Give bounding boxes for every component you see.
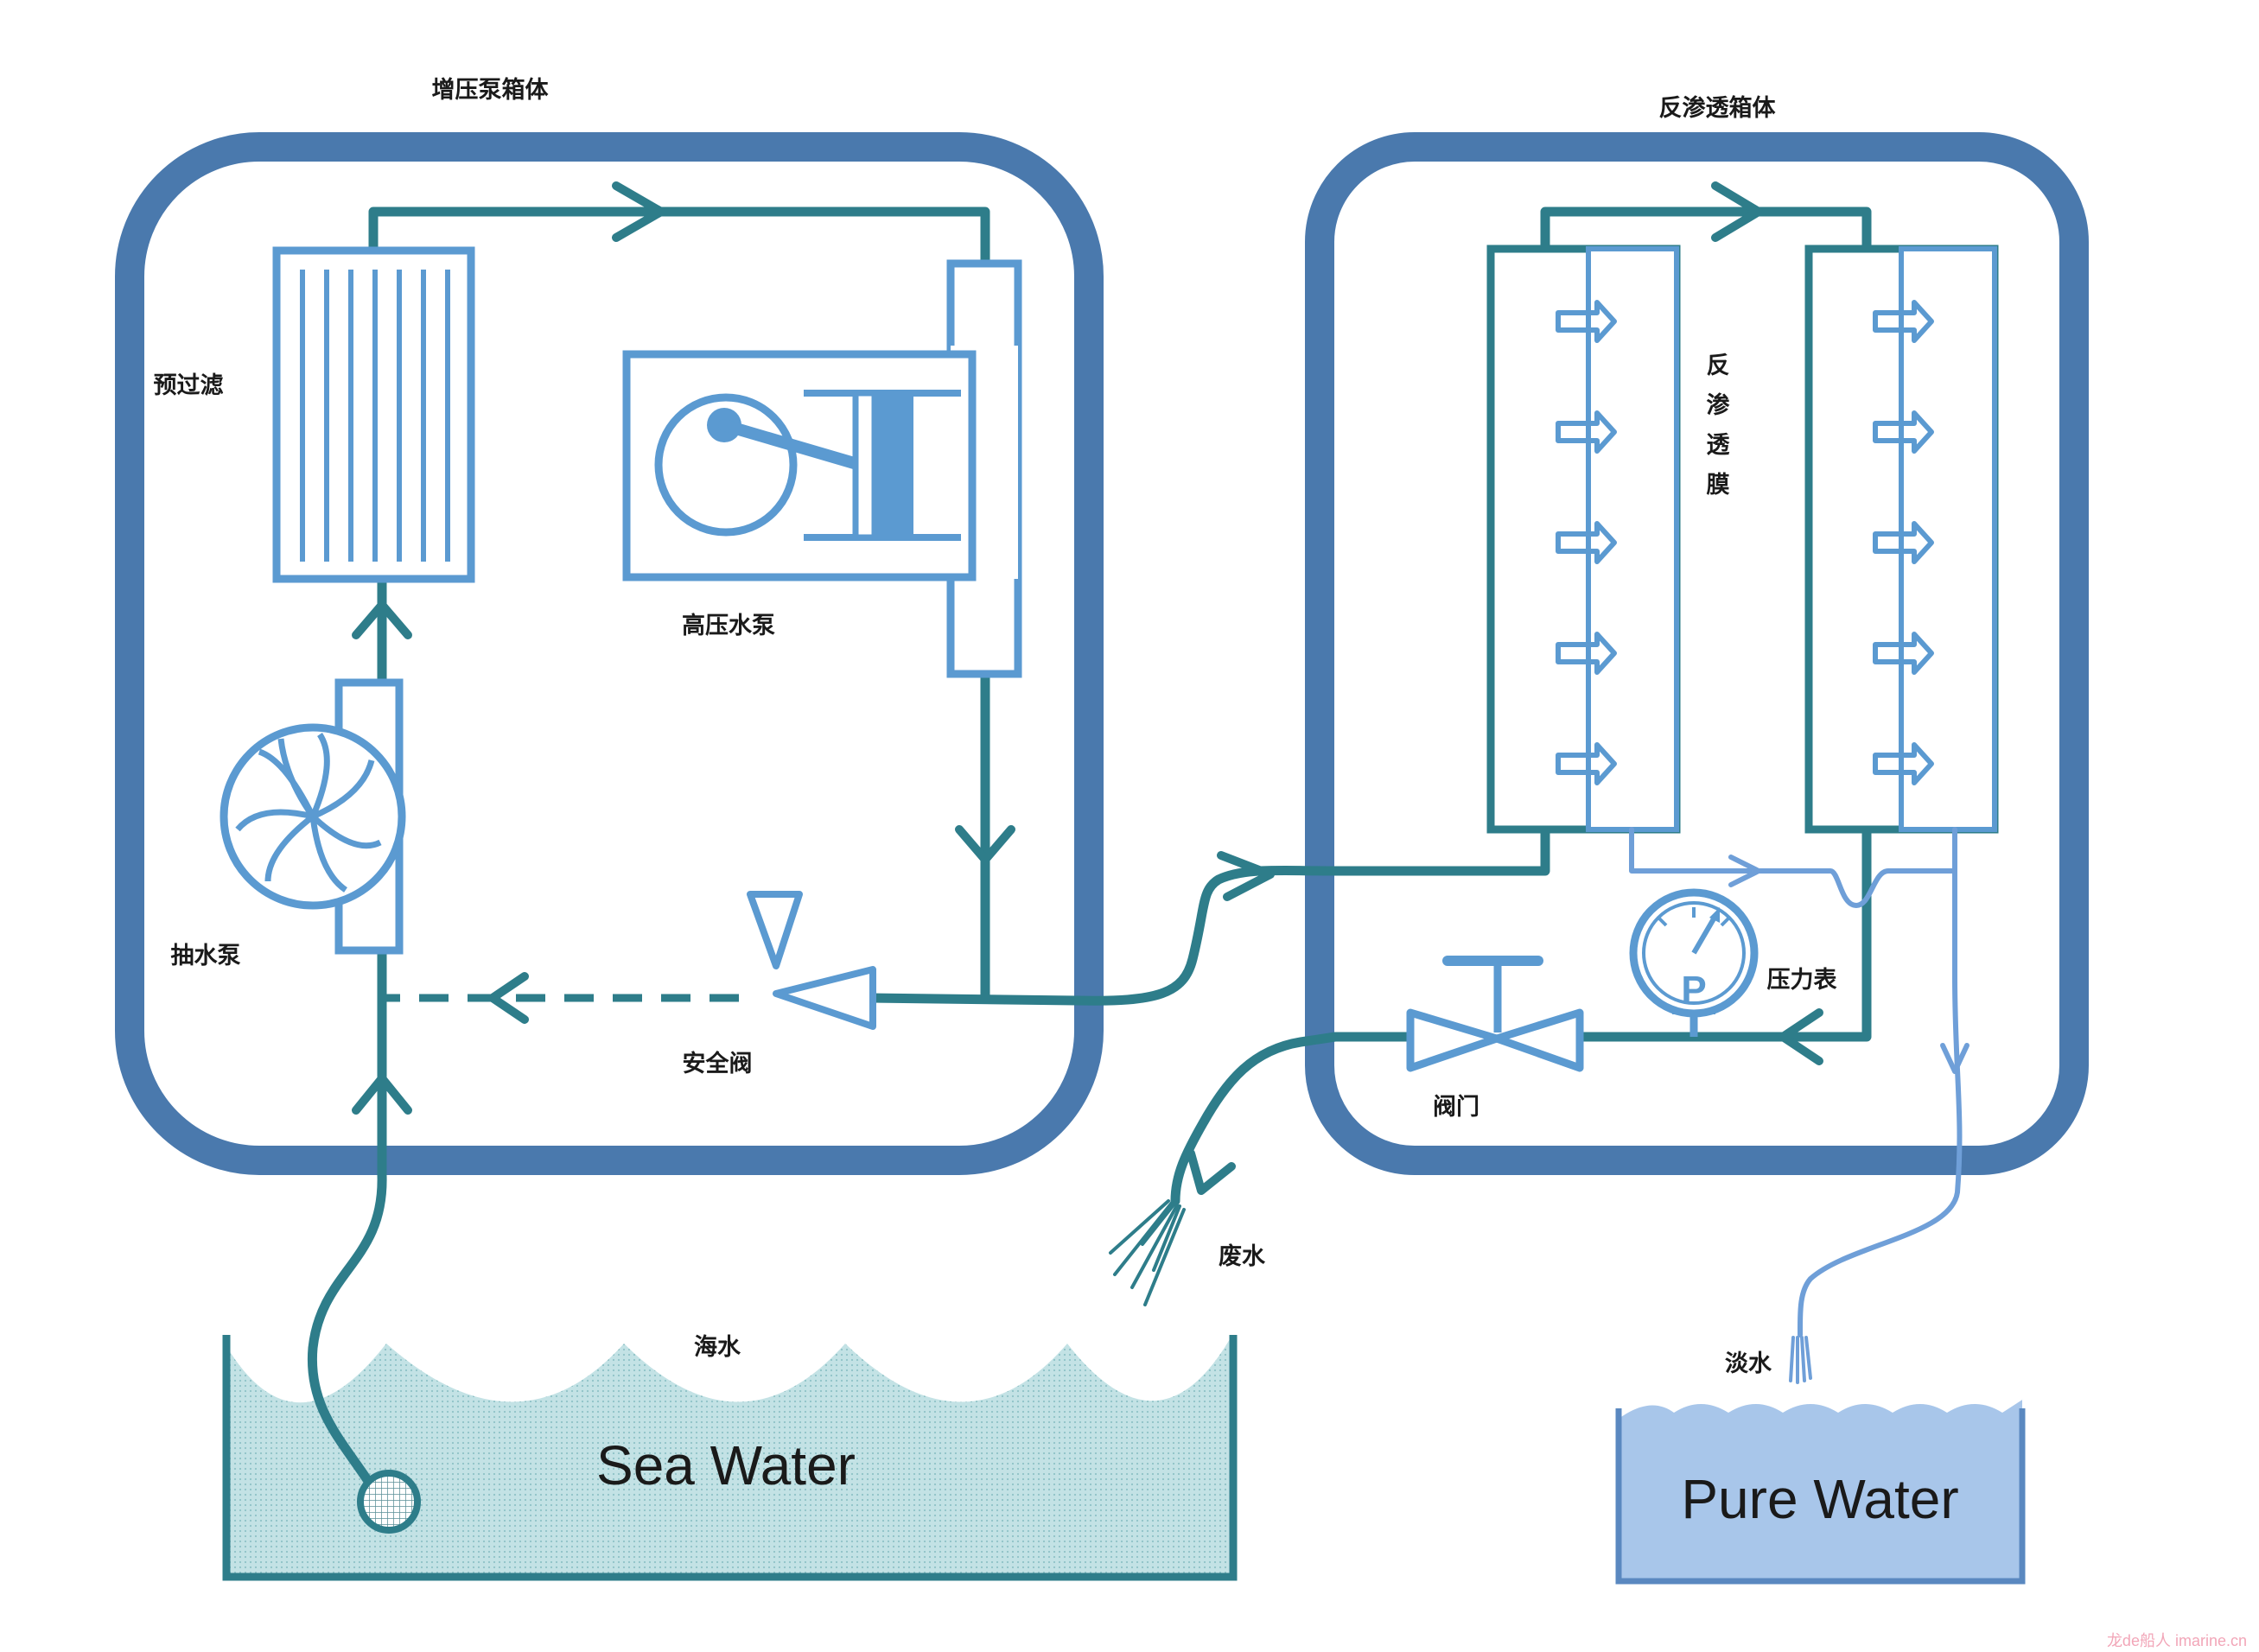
gauge-label: 压力表	[1767, 967, 1837, 993]
gauge-letter: P	[1681, 969, 1706, 1011]
pressure-gauge: P	[1629, 888, 1759, 1037]
prefilter	[272, 246, 475, 583]
fresh-water-spray	[1789, 1336, 1812, 1384]
ro-membrane-module-1	[1486, 245, 1681, 834]
shutoff-valve	[1406, 956, 1584, 1072]
membrane-label-3: 透	[1707, 432, 1730, 458]
waste-water-spray	[1109, 1199, 1186, 1306]
pure-water-label: Pure Water	[1681, 1468, 1958, 1530]
safety-valve	[747, 891, 876, 1030]
hp-pump-label: 高压水泵	[682, 612, 775, 639]
sea-water-label: Sea Water	[596, 1434, 856, 1496]
waste-label: 废水	[1219, 1242, 1266, 1269]
safety-valve-label: 安全阀	[683, 1050, 753, 1077]
reverse-osmosis-box	[1305, 132, 2089, 1175]
flow-arrows	[352, 181, 1823, 1195]
ro-box-label: 反渗透箱体	[1659, 94, 1777, 121]
booster-box-label: 增压泵箱体	[432, 76, 550, 103]
lift-pump	[220, 678, 406, 955]
permeate-line	[1629, 827, 1969, 1337]
seawater-cn-label: 海水	[694, 1334, 741, 1360]
valve-label: 阀门	[1433, 1094, 1479, 1120]
intake-strainer	[357, 1470, 421, 1534]
high-pressure-pump	[622, 259, 1022, 678]
freshwater-cn-label: 淡水	[1725, 1350, 1772, 1376]
lift-pump-label: 抽水泵	[171, 943, 241, 969]
pure-water-tank	[1615, 1399, 2026, 1585]
watermark: 龙de船人 imarine.cn	[2107, 1632, 2247, 1649]
membrane-label-2: 渗	[1707, 391, 1731, 418]
sea-water-tank	[222, 1335, 1238, 1581]
membrane-label-1: 反	[1707, 353, 1730, 378]
ro-membrane-module-2	[1804, 245, 1999, 834]
membrane-label-4: 膜	[1707, 472, 1730, 498]
booster-pump-box	[115, 132, 1104, 1175]
prefilter-label: 预过滤	[154, 372, 224, 398]
